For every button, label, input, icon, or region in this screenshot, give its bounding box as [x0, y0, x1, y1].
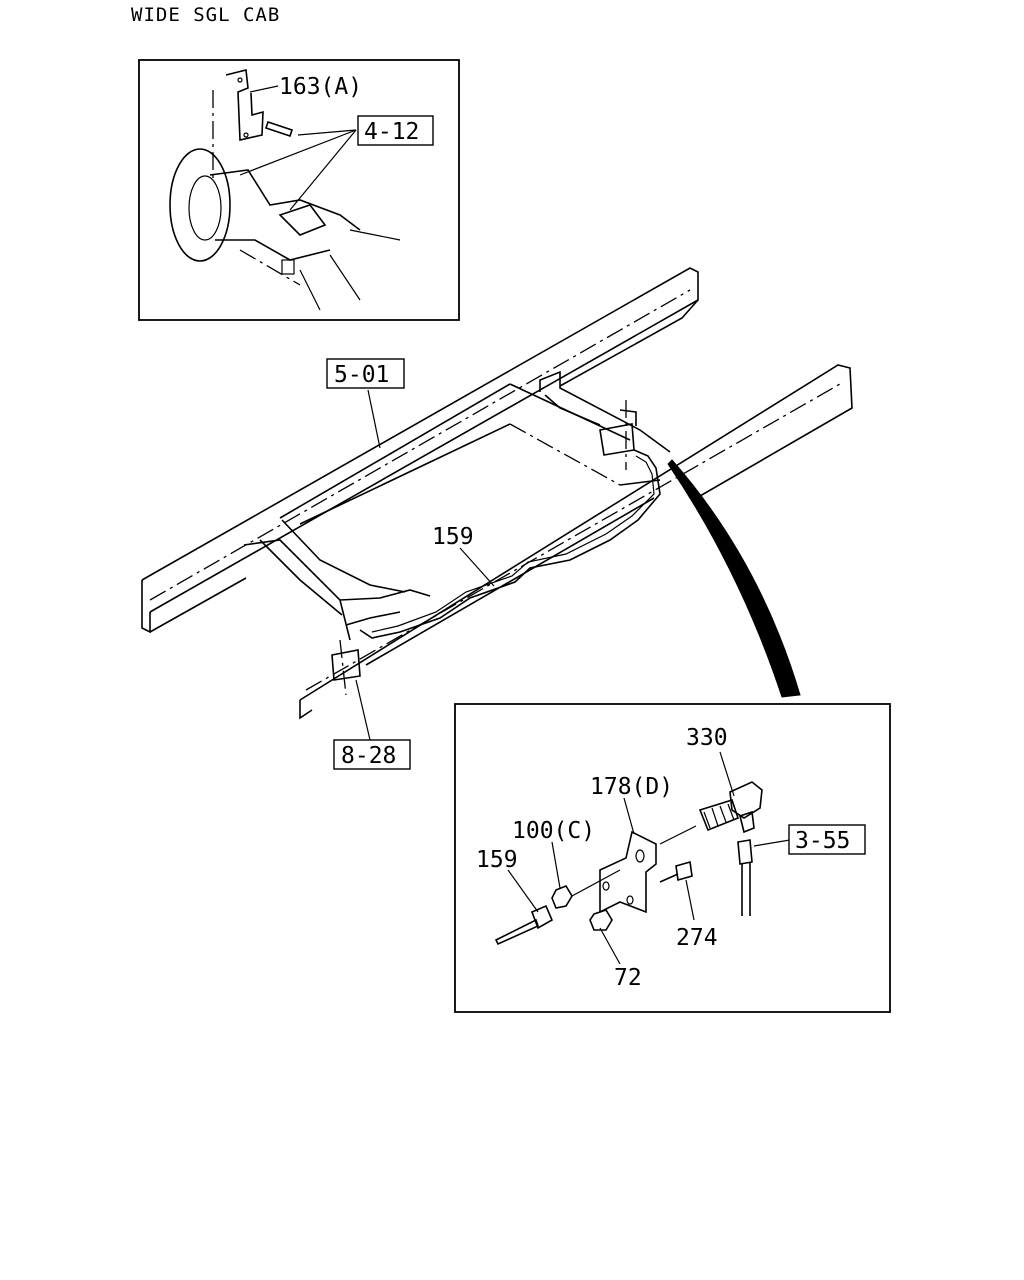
- hub-flange: [169, 148, 231, 262]
- label-274: 274: [676, 925, 718, 951]
- label-5-01: 5-01: [334, 362, 389, 388]
- nut-100c: [551, 885, 573, 909]
- bracket-163a-shape: [225, 69, 264, 141]
- ref-box-4-12: [357, 115, 434, 146]
- label-4-12: 4-12: [364, 119, 419, 145]
- chassis-frame: [141, 267, 853, 741]
- ref-box-5-01: [326, 358, 405, 389]
- ref-box-3-55: [788, 824, 866, 855]
- ref-box-8-28: [333, 739, 411, 770]
- inset-fitting-detail: [454, 703, 891, 1013]
- label-159-detail: 159: [476, 847, 518, 873]
- axle-housing: [209, 169, 361, 261]
- callout-wedge: [667, 459, 801, 698]
- label-100c: 100(C): [512, 818, 595, 844]
- brake-pipe-159: [359, 449, 661, 639]
- label-163a: 163(A): [279, 74, 362, 100]
- bracket-178d-shape: [599, 830, 657, 914]
- bolt-274: [675, 860, 693, 882]
- label-178d: 178(D): [590, 774, 673, 800]
- bolt-shape: [264, 120, 294, 138]
- label-72: 72: [614, 965, 642, 991]
- union-330-body: [729, 781, 763, 819]
- diagram-title: WIDE SGL CAB: [131, 4, 281, 26]
- lower-clip: [331, 649, 361, 681]
- inset-axle-detail: [138, 59, 460, 321]
- label-8-28: 8-28: [341, 743, 396, 769]
- nut-72: [589, 909, 613, 931]
- label-159-main: 159: [432, 524, 474, 550]
- label-330: 330: [686, 725, 728, 751]
- label-3-55: 3-55: [795, 828, 850, 854]
- tube-3-55: [737, 839, 753, 865]
